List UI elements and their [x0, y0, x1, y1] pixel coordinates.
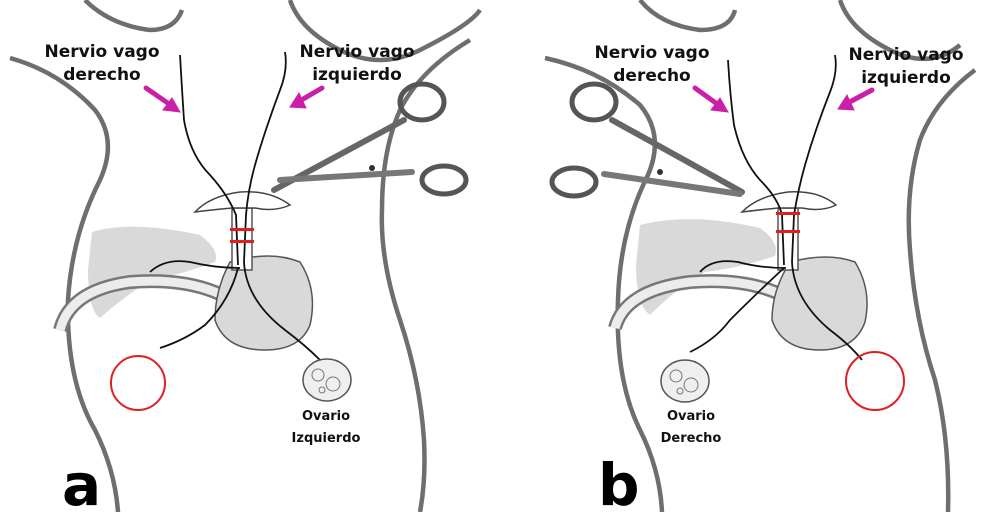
- left-vagus-label-line1: Nervio vago: [848, 45, 963, 65]
- right-vagus-label-line1: Nervio vago: [594, 43, 709, 63]
- liver: [88, 227, 216, 318]
- ovary-label-line1: Ovario: [667, 409, 715, 424]
- stomach: [215, 256, 312, 350]
- target-circle: [846, 352, 904, 410]
- stomach: [772, 257, 867, 350]
- right-vagus-label-line2: derecho: [63, 65, 140, 85]
- esophagus: [778, 208, 798, 270]
- cut-mark-upper: [776, 212, 800, 215]
- panel-letter-a: a: [62, 451, 101, 512]
- ovary-label-line2: Izquierdo: [292, 431, 361, 446]
- left-vagus-label-line2: izquierdo: [861, 68, 951, 88]
- ovary-label-line2: Derecho: [661, 431, 722, 446]
- panel-b: Nervio vago derecho Nervio vago izquierd…: [545, 0, 975, 512]
- arrow-icon: [695, 88, 872, 112]
- cut-mark-upper: [230, 228, 254, 231]
- ovary-icon: [303, 359, 351, 401]
- panel-letter-b: b: [598, 451, 640, 512]
- right-vagus-label-line1: Nervio vago: [44, 42, 159, 62]
- esophagus: [232, 208, 252, 270]
- ovary-icon: [661, 360, 709, 402]
- cut-mark-lower: [230, 240, 254, 243]
- target-circle: [111, 356, 165, 410]
- panel-a: Nervio vago derecho Nervio vago izquierd…: [10, 0, 480, 512]
- cut-mark-lower: [776, 230, 800, 233]
- arrow-icon: [146, 88, 322, 112]
- left-vagus-label-line2: izquierdo: [312, 65, 402, 85]
- ovary-label-line1: Ovario: [302, 409, 350, 424]
- right-vagus-label-line2: derecho: [613, 66, 690, 86]
- left-vagus-label-line1: Nervio vago: [299, 42, 414, 62]
